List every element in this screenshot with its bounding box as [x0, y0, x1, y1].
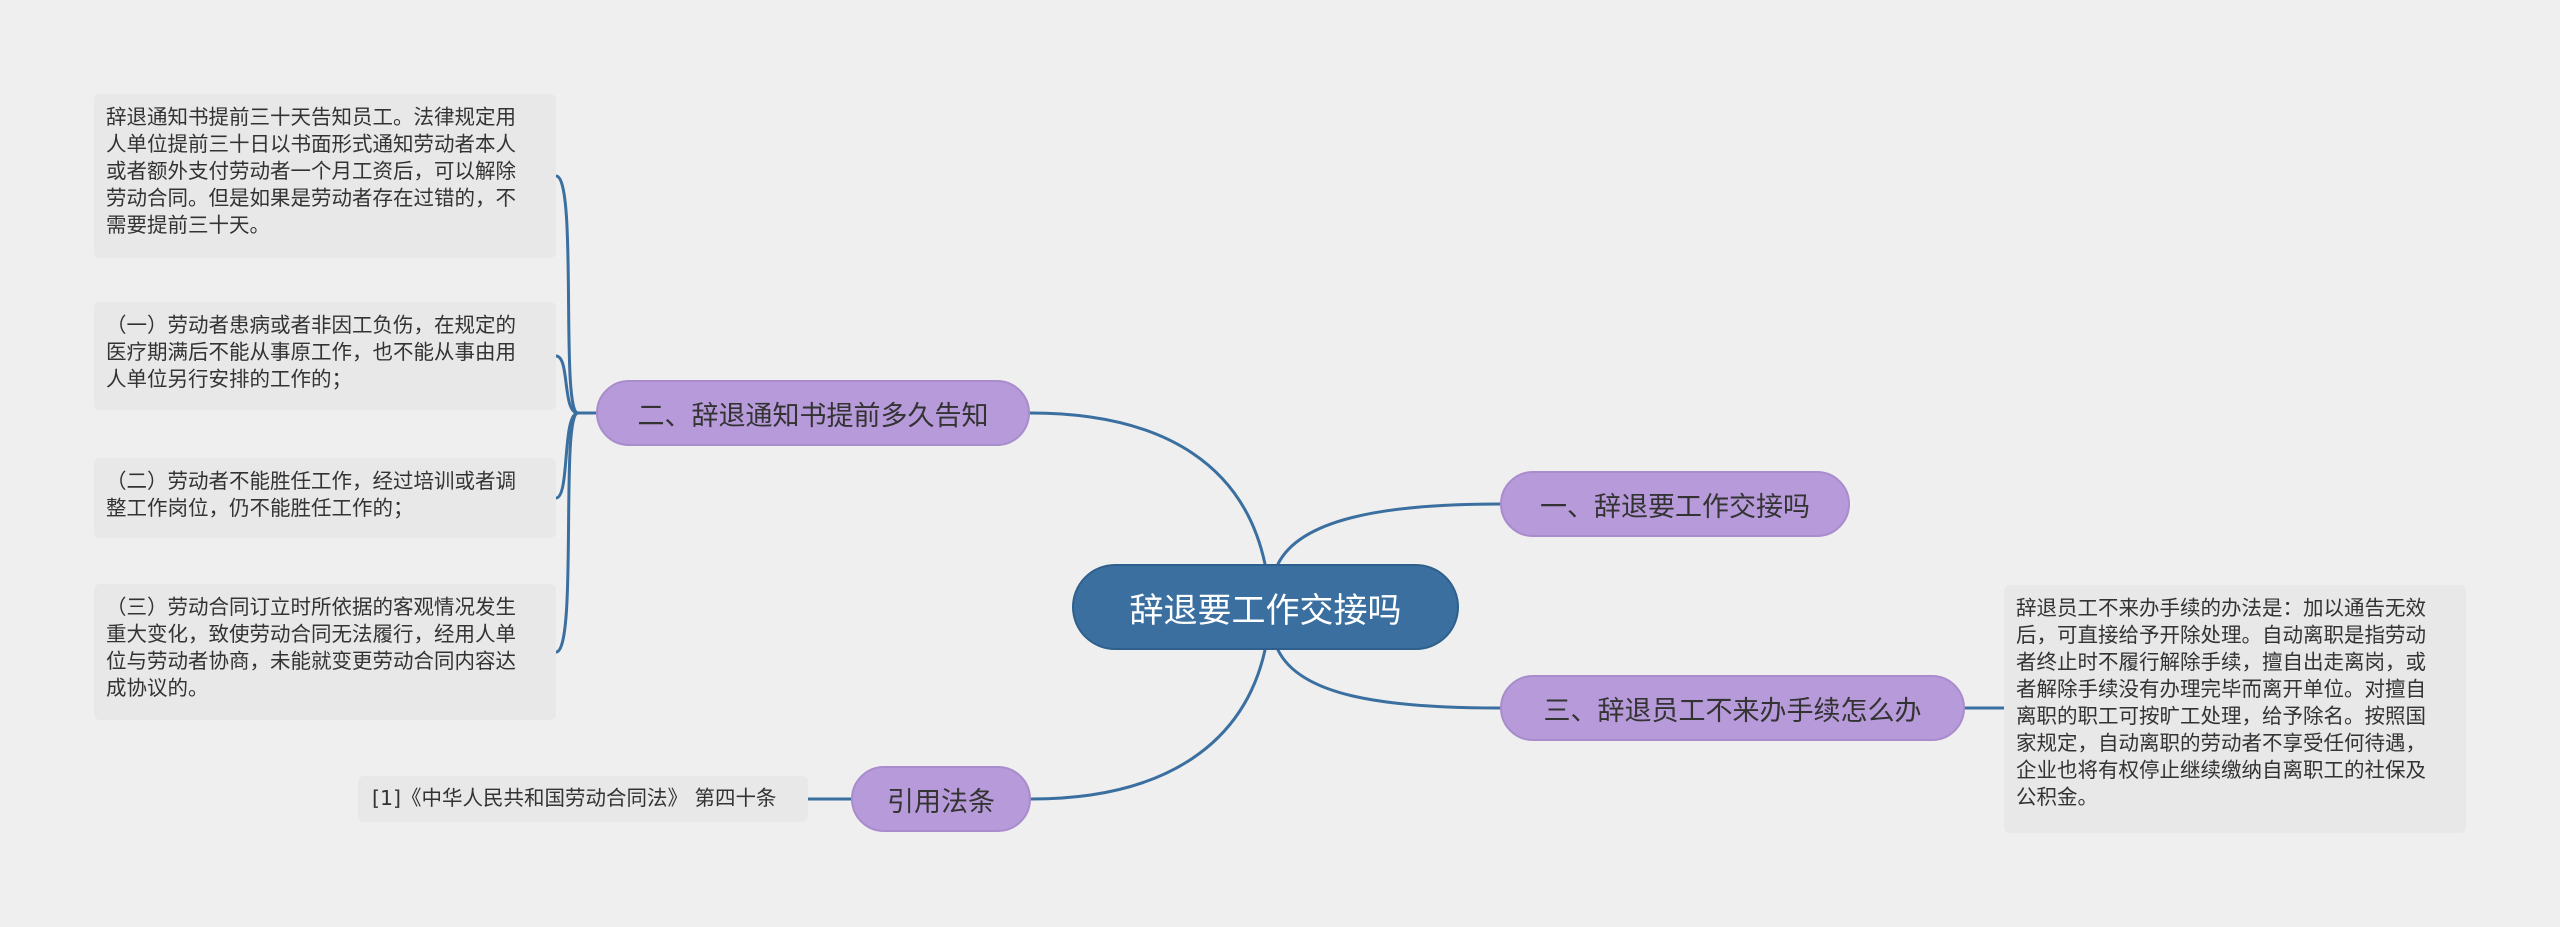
link-root-to-branch-4 [1029, 648, 1267, 801]
branch-node-work-handover[interactable]: 一、辞退要工作交接吗 [1500, 471, 1850, 537]
link-root-to-branch-2 [1028, 411, 1267, 566]
branch-node-label: 二、辞退通知书提前多久告知 [637, 400, 989, 432]
branch-node-label: 三、辞退员工不来办手续怎么办 [1543, 695, 1922, 727]
leaf-node-notice-thirty-days[interactable]: 辞退通知书提前三十天告知员工。法律规定用 人单位提前三十日以书面形式通知劳动者本… [94, 94, 556, 258]
root-node[interactable]: 辞退要工作交接吗 [1072, 564, 1459, 650]
leaf-node-no-show-handling[interactable]: 辞退员工不来办手续的办法是：加以通告无效 后，可直接给予开除处理。自动离职是指劳… [2004, 585, 2466, 833]
branch-node-no-show-procedure[interactable]: 三、辞退员工不来办手续怎么办 [1500, 675, 1965, 741]
link-root-to-branch-3 [1276, 648, 1502, 710]
branch-node-notice-period[interactable]: 二、辞退通知书提前多久告知 [596, 380, 1030, 446]
link-branch-2-to-leaf-1 [554, 174, 580, 415]
root-node-label: 辞退要工作交接吗 [1129, 590, 1402, 631]
link-branch-2-to-leaf-2 [554, 354, 580, 415]
link-branch-2-to-leaf-3 [554, 411, 580, 500]
leaf-node-law-citation[interactable]: [1]《中华人民共和国劳动合同法》 第四十条 [358, 776, 808, 822]
branch-node-cited-law[interactable]: 引用法条 [851, 766, 1031, 832]
branch-node-label: 引用法条 [887, 786, 995, 818]
leaf-node-clause-two[interactable]: （二）劳动者不能胜任工作，经过培训或者调 整工作岗位，仍不能胜任工作的； [94, 458, 556, 538]
leaf-node-clause-one[interactable]: （一）劳动者患病或者非因工负伤，在规定的 医疗期满后不能从事原工作，也不能从事由… [94, 302, 556, 410]
branch-node-label: 一、辞退要工作交接吗 [1540, 491, 1810, 523]
leaf-node-clause-three[interactable]: （三）劳动合同订立时所依据的客观情况发生 重大变化，致使劳动合同无法履行，经用人… [94, 584, 556, 720]
link-root-to-branch-1 [1276, 502, 1502, 566]
link-branch-2-to-leaf-4 [554, 411, 580, 654]
